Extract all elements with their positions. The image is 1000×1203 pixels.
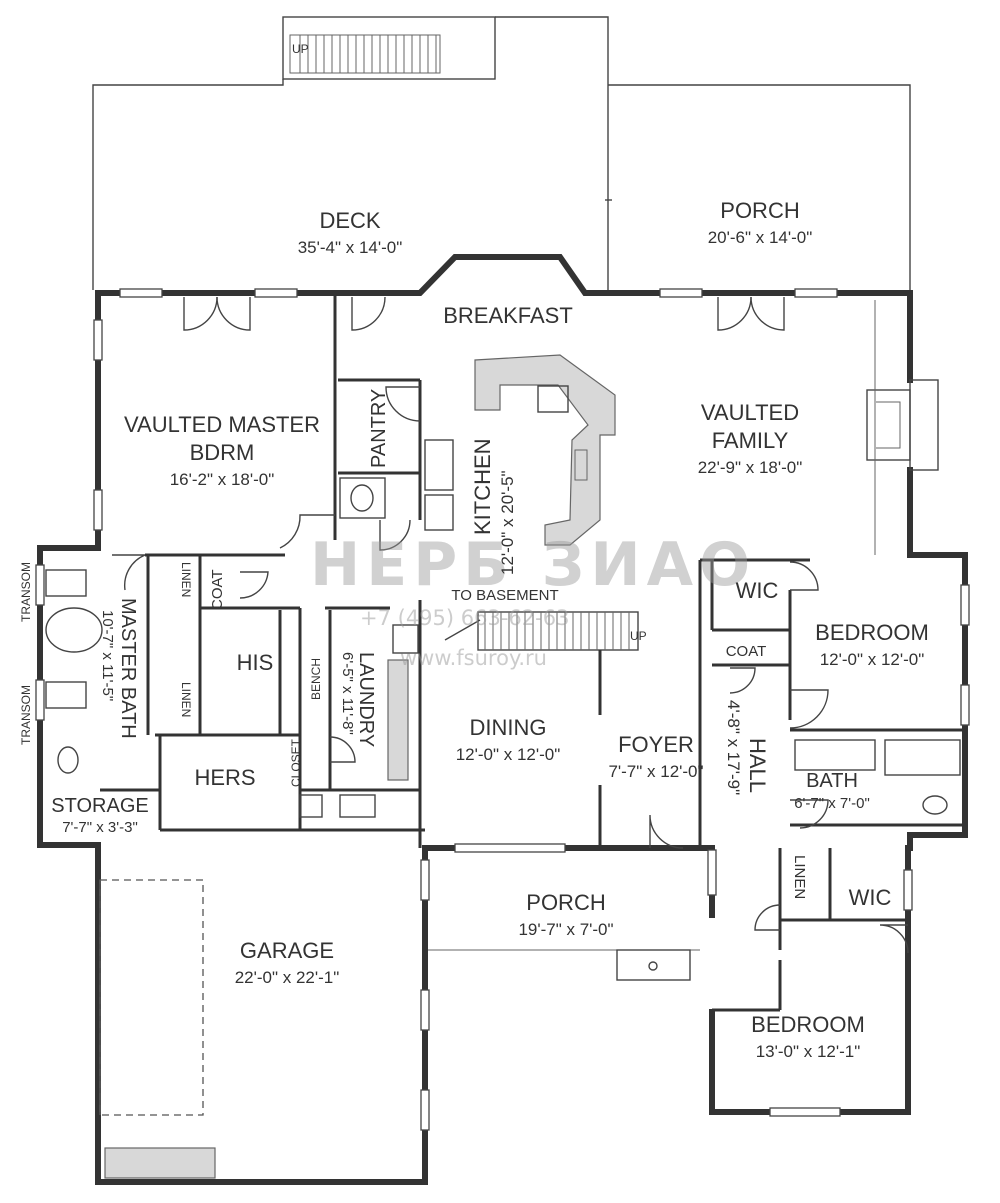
front-porch-dim: 19'-7" x 7'-0" — [518, 920, 613, 939]
closet-label: CLOSET — [289, 738, 303, 787]
kitchen-counters — [424, 354, 616, 546]
wic-lower-label: WIC — [849, 885, 892, 910]
his-label: HIS — [237, 650, 274, 675]
laundry-label: LAUNDRY — [355, 652, 377, 747]
dining-dim: 12'-0" x 12'-0" — [456, 745, 561, 764]
coat-hall-label: COAT — [726, 643, 767, 660]
rear-porch-label: PORCH — [720, 198, 799, 223]
watermark: НЕРБ ЗИАО +7 (495) 663-62-63 www.fsuroy.… — [310, 530, 756, 670]
basement-stairs: UP — [477, 611, 647, 715]
windows — [35, 288, 970, 1131]
deck-stairs: UP — [282, 16, 496, 80]
kitchen-label: KITCHEN — [470, 438, 495, 535]
deck-label: DECK — [319, 208, 380, 233]
laundry-dim: 6'-5" x 11'-8" — [339, 652, 356, 735]
watermark-url: www.fsuroy.ru — [400, 646, 547, 670]
transom-bottom-label: TRANSOM — [19, 685, 33, 745]
front-porch-step — [428, 949, 700, 981]
fixtures — [45, 477, 961, 818]
storage-dim: 7'-7" x 3'-3" — [62, 819, 138, 836]
garage-dim: 22'-0" x 22'-1" — [235, 968, 340, 987]
master-bdrm-label: VAULTED MASTER — [124, 412, 320, 437]
linen-top-label: LINEN — [179, 562, 193, 597]
transom-top-label: TRANSOM — [19, 562, 33, 622]
hall-label: HALL — [745, 738, 770, 793]
pantry-label: PANTRY — [368, 389, 390, 468]
interior-walls — [100, 295, 965, 1012]
garage-door — [99, 879, 216, 1179]
dining-label: DINING — [470, 715, 547, 740]
watermark-phone: +7 (495) 663-62-63 — [360, 606, 569, 630]
hers-label: HERS — [194, 765, 255, 790]
foyer-dim: 7'-7" x 12'-0" — [608, 762, 703, 781]
hall-dim: 4'-8" x 17'-9" — [724, 700, 743, 795]
bedroom-upper-dim: 12'-0" x 12'-0" — [820, 650, 925, 669]
kitchen-dim: 12'-0" x 20'-5" — [498, 470, 517, 575]
front-porch-label: PORCH — [526, 890, 605, 915]
deck-stairs-up-label: UP — [292, 42, 309, 56]
bedroom-upper-label: BEDROOM — [815, 620, 929, 645]
family-label-2: FAMILY — [712, 428, 789, 453]
family-label: VAULTED — [701, 400, 799, 425]
basement-stairs-up-label: UP — [630, 629, 647, 643]
family-dim: 22'-9" x 18'-0" — [698, 458, 803, 477]
linen-hall-label: LINEN — [791, 855, 808, 899]
watermark-brand: НЕРБ ЗИАО — [310, 530, 756, 600]
bedroom-lower-label: BEDROOM — [751, 1012, 865, 1037]
to-basement-label: TO BASEMENT — [451, 587, 558, 604]
coat-master-label: COAT — [209, 569, 226, 610]
fireplace — [866, 300, 939, 555]
linen-bottom-label: LINEN — [179, 682, 193, 717]
master-bdrm-label-2: BDRM — [190, 440, 255, 465]
foyer-label: FOYER — [618, 732, 694, 757]
doors — [112, 296, 909, 954]
bath-label: BATH — [806, 770, 858, 792]
deck-dim: 35'-4" x 14'-0" — [298, 238, 403, 257]
room-labels: DECK 35'-4" x 14'-0" PORCH 20'-6" x 14'-… — [19, 198, 929, 1061]
deck-outline — [92, 16, 911, 290]
master-bath-label: MASTER BATH — [117, 598, 139, 739]
storage-label: STORAGE — [51, 795, 148, 817]
master-bath-dim: 10'-7" x 11'-5" — [99, 610, 116, 701]
rear-porch-dim: 20'-6" x 14'-0" — [708, 228, 813, 247]
bedroom-lower-dim: 13'-0" x 12'-1" — [756, 1042, 861, 1061]
wic-right-label: WIC — [736, 578, 779, 603]
bath-dim: 6'-7" x 7'-0" — [794, 795, 870, 812]
breakfast-label: BREAKFAST — [443, 303, 573, 328]
master-bdrm-dim: 16'-2" x 18'-0" — [170, 470, 275, 489]
garage-label: GARAGE — [240, 938, 334, 963]
bench-label: BENCH — [309, 658, 323, 700]
